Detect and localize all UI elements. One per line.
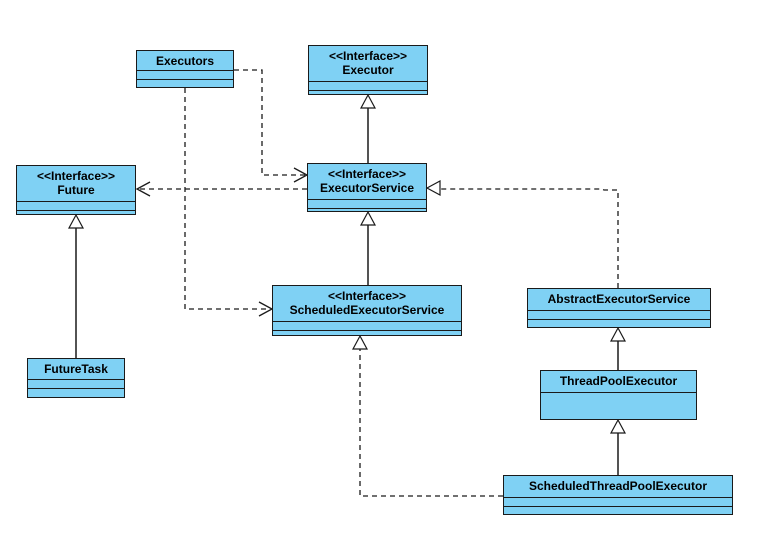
class-header: ScheduledThreadPoolExecutor [504, 476, 732, 498]
class-stereotype: <<Interface>> [36, 169, 116, 183]
class-abstract-executor-service[interactable]: AbstractExecutorService [527, 288, 711, 328]
attributes-compartment [528, 311, 710, 320]
inheritance-arrowhead [609, 326, 627, 342]
realization-arrowhead [351, 334, 369, 350]
class-executors[interactable]: Executors [136, 50, 234, 88]
attributes-compartment [137, 71, 233, 80]
attributes-compartment [17, 202, 135, 211]
dependency-arrowhead [135, 181, 151, 197]
attributes-compartment [308, 200, 426, 209]
interface-executor-service[interactable]: <<Interface>> ExecutorService [307, 163, 427, 212]
class-scheduled-thread-pool-executor[interactable]: ScheduledThreadPoolExecutor [503, 475, 733, 515]
class-header: <<Interface>> ExecutorService [308, 164, 426, 200]
edge-abstractexecutorservice-realizes-executorservice [440, 188, 619, 288]
class-name: ScheduledExecutorService [289, 303, 445, 317]
inheritance-arrowhead [359, 210, 377, 226]
class-header: Executors [137, 51, 233, 71]
class-future-task[interactable]: FutureTask [27, 358, 125, 398]
class-header: AbstractExecutorService [528, 289, 710, 311]
realization-arrowhead [425, 179, 441, 197]
class-name: Executor [342, 63, 394, 77]
edge-scheduledthreadpoolexecutor-realizes-scheduledexecutorservice [359, 349, 503, 497]
class-stereotype: <<Interface>> [328, 49, 408, 63]
class-name: AbstractExecutorService [547, 292, 691, 306]
attributes-compartment [28, 380, 124, 389]
class-name: ScheduledThreadPoolExecutor [528, 479, 708, 493]
interface-executor[interactable]: <<Interface>> Executor [308, 45, 428, 95]
class-header: <<Interface>> Future [17, 166, 135, 202]
inheritance-arrowhead [359, 93, 377, 109]
class-name: Executors [155, 54, 215, 68]
attributes-compartment [273, 322, 461, 331]
class-header: ThreadPoolExecutor [541, 371, 696, 393]
interface-future[interactable]: <<Interface>> Future [16, 165, 136, 215]
class-stereotype: <<Interface>> [327, 289, 407, 303]
class-header: <<Interface>> ScheduledExecutorService [273, 286, 461, 322]
class-name: FutureTask [44, 362, 108, 376]
attributes-compartment [309, 82, 427, 91]
edge-executors-depends-on-scheduledexecutorservice [184, 88, 270, 310]
edge-executors-depends-on-executorservice [234, 69, 305, 176]
class-stereotype: <<Interface>> [327, 167, 407, 181]
class-header: <<Interface>> Executor [309, 46, 427, 82]
class-name: ThreadPoolExecutor [559, 374, 678, 388]
inheritance-arrowhead [67, 213, 85, 229]
class-name: Future [57, 183, 95, 197]
attributes-compartment [504, 498, 732, 507]
inheritance-arrowhead [609, 418, 627, 434]
class-thread-pool-executor[interactable]: ThreadPoolExecutor [540, 370, 697, 420]
class-name: ExecutorService [319, 181, 415, 195]
interface-scheduled-executor-service[interactable]: <<Interface>> ScheduledExecutorService [272, 285, 462, 336]
class-header: FutureTask [28, 359, 124, 380]
